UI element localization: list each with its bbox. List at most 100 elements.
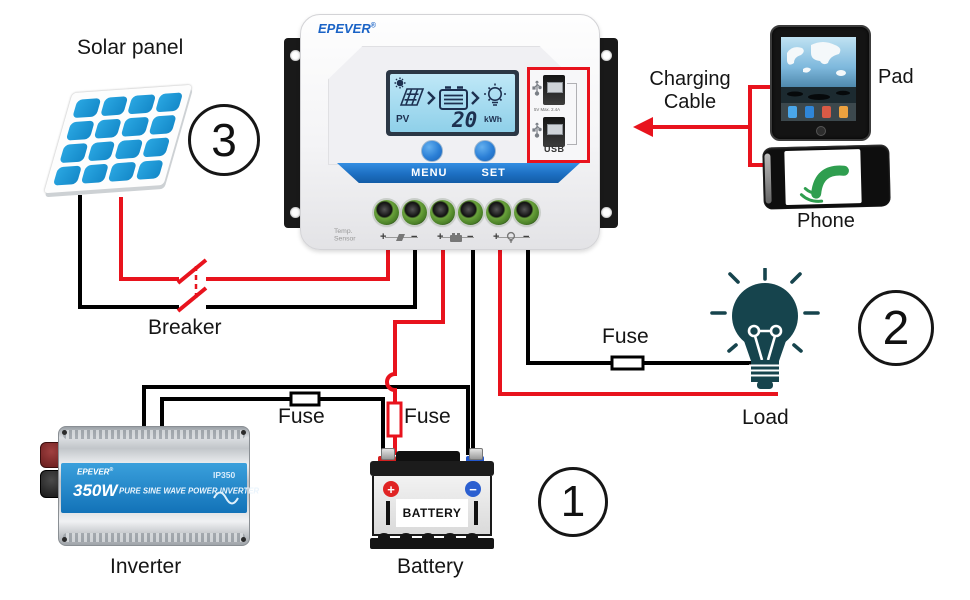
pv-plus-label: +	[380, 231, 387, 243]
battery-top-bar	[370, 461, 494, 476]
battery-label-bar	[474, 501, 478, 525]
battery-label: Battery	[397, 555, 464, 578]
phone-screen	[784, 149, 862, 206]
inverter-title: PURE SINE WAVE POWER INVERTER	[119, 486, 260, 496]
usb-port-icon	[543, 75, 565, 105]
lcd-chevron-icon	[471, 91, 480, 105]
mount-hole-icon	[601, 207, 612, 218]
inverter-brand-logo: EPEVER®	[77, 467, 114, 477]
pv-minus-label: −	[411, 231, 418, 243]
mount-hole-icon	[290, 207, 301, 218]
inverter-blue-band: EPEVER® 350W PURE SINE WAVE POWER INVERT…	[61, 463, 259, 513]
step-3-badge: 3	[188, 104, 260, 176]
pad-foreground-icon	[787, 90, 850, 100]
battery-post-positive-cap	[381, 448, 395, 460]
wire-battery-positive	[385, 250, 445, 455]
lcd-sun-icon	[394, 77, 406, 89]
phone-device	[762, 144, 891, 210]
battery-terminal-icon	[450, 233, 462, 242]
wire-inverter-positive	[160, 397, 385, 455]
load-minus-label: −	[523, 231, 530, 243]
wire-pv-positive	[119, 197, 390, 281]
breaker-label: Breaker	[148, 316, 222, 339]
battery-device: + − BATTERY	[370, 448, 494, 552]
inverter-fins-top	[63, 430, 245, 439]
load-label: Load	[742, 406, 789, 429]
terminal-load-minus	[514, 200, 539, 225]
usb-port-icon	[543, 117, 565, 147]
registered-mark: ®	[370, 22, 376, 30]
inverter-fins-bottom	[63, 533, 245, 542]
pad-home-button	[816, 126, 826, 136]
load-terminal-icon	[506, 231, 516, 243]
fuse-battery-label: Fuse	[404, 405, 451, 428]
lcd-pv-panel-icon	[399, 88, 425, 106]
battery-label-plate: BATTERY	[396, 499, 468, 527]
usb-trident-icon	[532, 122, 542, 138]
terminal-battery-plus	[430, 200, 455, 225]
usb-bracket-line	[567, 83, 577, 145]
lcd-energy-unit: kWh	[484, 114, 502, 124]
pad-worldmap-icon	[787, 42, 846, 76]
load-bulb-icon	[710, 268, 820, 389]
step-1-badge: 1	[538, 467, 608, 537]
battery-minus-badge: −	[465, 481, 481, 497]
lcd-graphics: PV 20 kWh	[394, 77, 506, 132]
terminal-pv-minus	[402, 200, 427, 225]
usb-trident-icon	[532, 80, 542, 96]
inverter-label: Inverter	[110, 555, 182, 578]
charging-cable-arrowhead-icon	[633, 117, 653, 137]
mount-hole-icon	[290, 50, 301, 61]
set-knob-button	[474, 140, 496, 162]
usb-spec-label: 5V Max. 2.4A	[534, 108, 561, 113]
step-2-badge: 2	[858, 290, 934, 366]
solar-panel-label: Solar panel	[77, 36, 184, 59]
wire-pv-negative	[78, 195, 417, 309]
battery-body: + − BATTERY	[372, 476, 492, 536]
battery-label-bar	[386, 501, 390, 525]
controller-button-bar: MENU SET	[337, 163, 580, 183]
lcd-pv-label: PV	[396, 114, 410, 125]
battery-base	[370, 538, 494, 549]
pad-device	[770, 25, 871, 141]
charging-cable-label: Charging Cable	[649, 68, 731, 113]
lcd-screen: PV 20 kWh	[390, 74, 515, 132]
pad-app-icons	[788, 106, 848, 118]
controller-mount-right	[596, 38, 618, 228]
inverter-sinewave-icon	[213, 491, 239, 505]
usb-highlight-box: 5V Max. 2.4A USB	[527, 67, 590, 163]
menu-knob-button	[421, 140, 443, 162]
menu-button-label: MENU	[411, 167, 448, 179]
lcd-battery-icon	[439, 86, 468, 110]
battery-minus-label: −	[467, 231, 474, 243]
phone-label: Phone	[797, 210, 855, 232]
battery-plus-label: +	[437, 231, 444, 243]
pv-terminal-icon	[396, 234, 405, 241]
terminal-battery-minus	[458, 200, 483, 225]
battery-base-scallops	[370, 533, 494, 541]
pad-label: Pad	[878, 66, 914, 88]
inverter-power-label: 350W	[73, 481, 118, 500]
battery-plus-badge: +	[383, 481, 399, 497]
fuse-inverter-icon	[289, 391, 321, 407]
mount-hole-icon	[601, 50, 612, 61]
phone-side-band	[764, 153, 772, 204]
fuse-load-icon	[610, 355, 645, 371]
breaker-switch-icon	[176, 258, 208, 313]
controller-brand-text: EPEVER	[318, 21, 371, 36]
terminal-pv-plus	[374, 200, 399, 225]
inverter-model-label: IP350	[213, 470, 236, 480]
battery-top-cap	[396, 451, 460, 464]
temp-sensor-label: Temp. Sensor	[334, 227, 356, 243]
load-plus-label: +	[493, 231, 500, 243]
inverter-body: EPEVER® 350W PURE SINE WAVE POWER INVERT…	[58, 426, 259, 546]
set-button-label: SET	[481, 167, 506, 179]
inverter-device: EPEVER® 350W PURE SINE WAVE POWER INVERT…	[40, 424, 259, 550]
fuse-load-label: Fuse	[602, 325, 649, 348]
usb-label: USB	[544, 144, 565, 154]
lcd-energy-value: 20	[451, 108, 477, 132]
phone-call-icon	[799, 165, 849, 203]
controller-brand-logo: EPEVER®	[318, 21, 376, 36]
